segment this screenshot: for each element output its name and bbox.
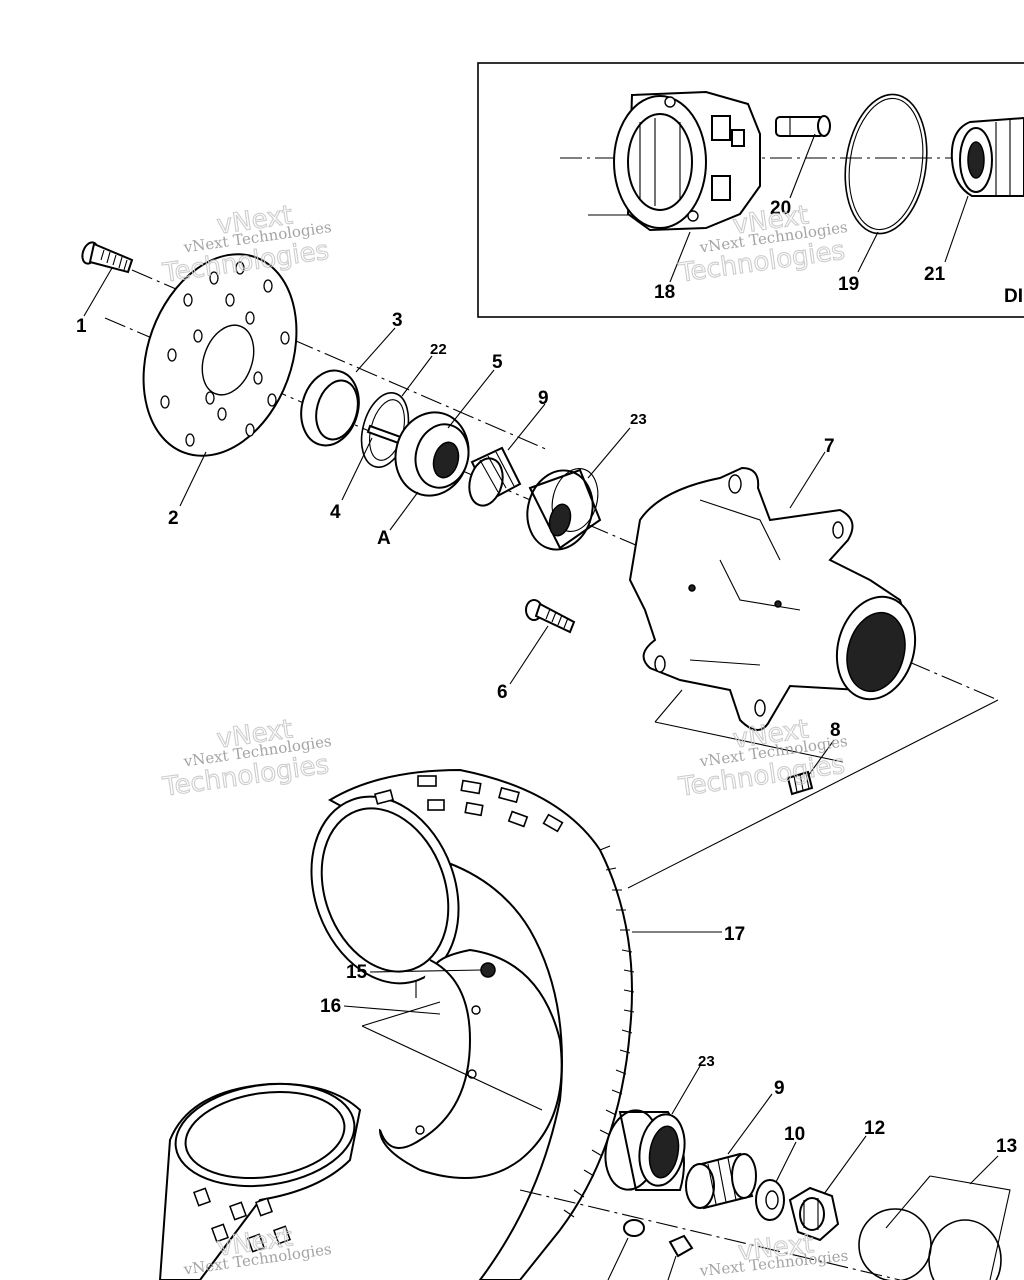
part-15-valve	[415, 962, 496, 998]
part-23-race-upper	[526, 468, 602, 551]
lower-small-hardware	[519, 1189, 901, 1280]
callout-2: 2	[168, 508, 179, 529]
part-12-castle-nut	[788, 1186, 840, 1242]
part-9-bearing-lower	[685, 1152, 757, 1210]
callout-8: 8	[830, 720, 841, 741]
part-17-tire	[310, 768, 635, 1280]
callout-9-lower: 9	[774, 1078, 785, 1099]
part-2-brake-disc	[142, 253, 298, 457]
callout-4: 4	[330, 502, 341, 523]
callout-18: 18	[654, 282, 675, 303]
callout-A: A	[377, 528, 391, 549]
inset-cut-label: DI	[1004, 286, 1023, 307]
part-19-oring	[844, 93, 928, 235]
inset-detail	[477, 62, 1024, 318]
lower-tire	[158, 1082, 362, 1280]
callout-7: 7	[824, 436, 835, 457]
callout-19: 19	[838, 274, 859, 295]
part-16-rim	[361, 948, 563, 1179]
part-1-bolt	[81, 241, 134, 274]
part-9-bearing-upper	[468, 446, 522, 507]
callout-13: 13	[996, 1136, 1017, 1157]
part-3-seal	[300, 369, 360, 447]
callout-1: 1	[76, 316, 87, 337]
callout-23-upper: 23	[630, 411, 647, 428]
part-13-cap	[858, 1175, 1011, 1280]
part-18-coupler	[613, 90, 761, 232]
callout-9-upper: 9	[538, 388, 549, 409]
callout-23-lower: 23	[698, 1053, 715, 1070]
part-7-hub-carrier	[628, 466, 917, 731]
callout-22: 22	[430, 341, 447, 358]
inset-frame	[477, 62, 1024, 318]
part-23-race-lower	[604, 1109, 686, 1191]
part-6-bolt	[525, 599, 576, 634]
callout-10: 10	[784, 1124, 805, 1145]
callout-12: 12	[864, 1118, 885, 1139]
callout-21: 21	[924, 264, 946, 285]
callout-20: 20	[770, 198, 791, 219]
part-10-washer	[755, 1179, 785, 1221]
callout-5: 5	[492, 352, 503, 373]
callout-16: 16	[320, 996, 341, 1017]
part-8-set-screw	[786, 770, 814, 796]
part-5-hub-nut	[394, 411, 470, 497]
callout-15: 15	[346, 962, 368, 983]
callout-6: 6	[497, 682, 508, 703]
callout-labels: 1 2 3 22 5 9 23 7 4 A 6 8 17 15 16 23 9 …	[76, 198, 1023, 1157]
callout-17: 17	[724, 924, 745, 945]
part-20-pin	[775, 115, 831, 137]
callout-3: 3	[392, 310, 403, 331]
part-21-shaft	[950, 116, 1024, 197]
